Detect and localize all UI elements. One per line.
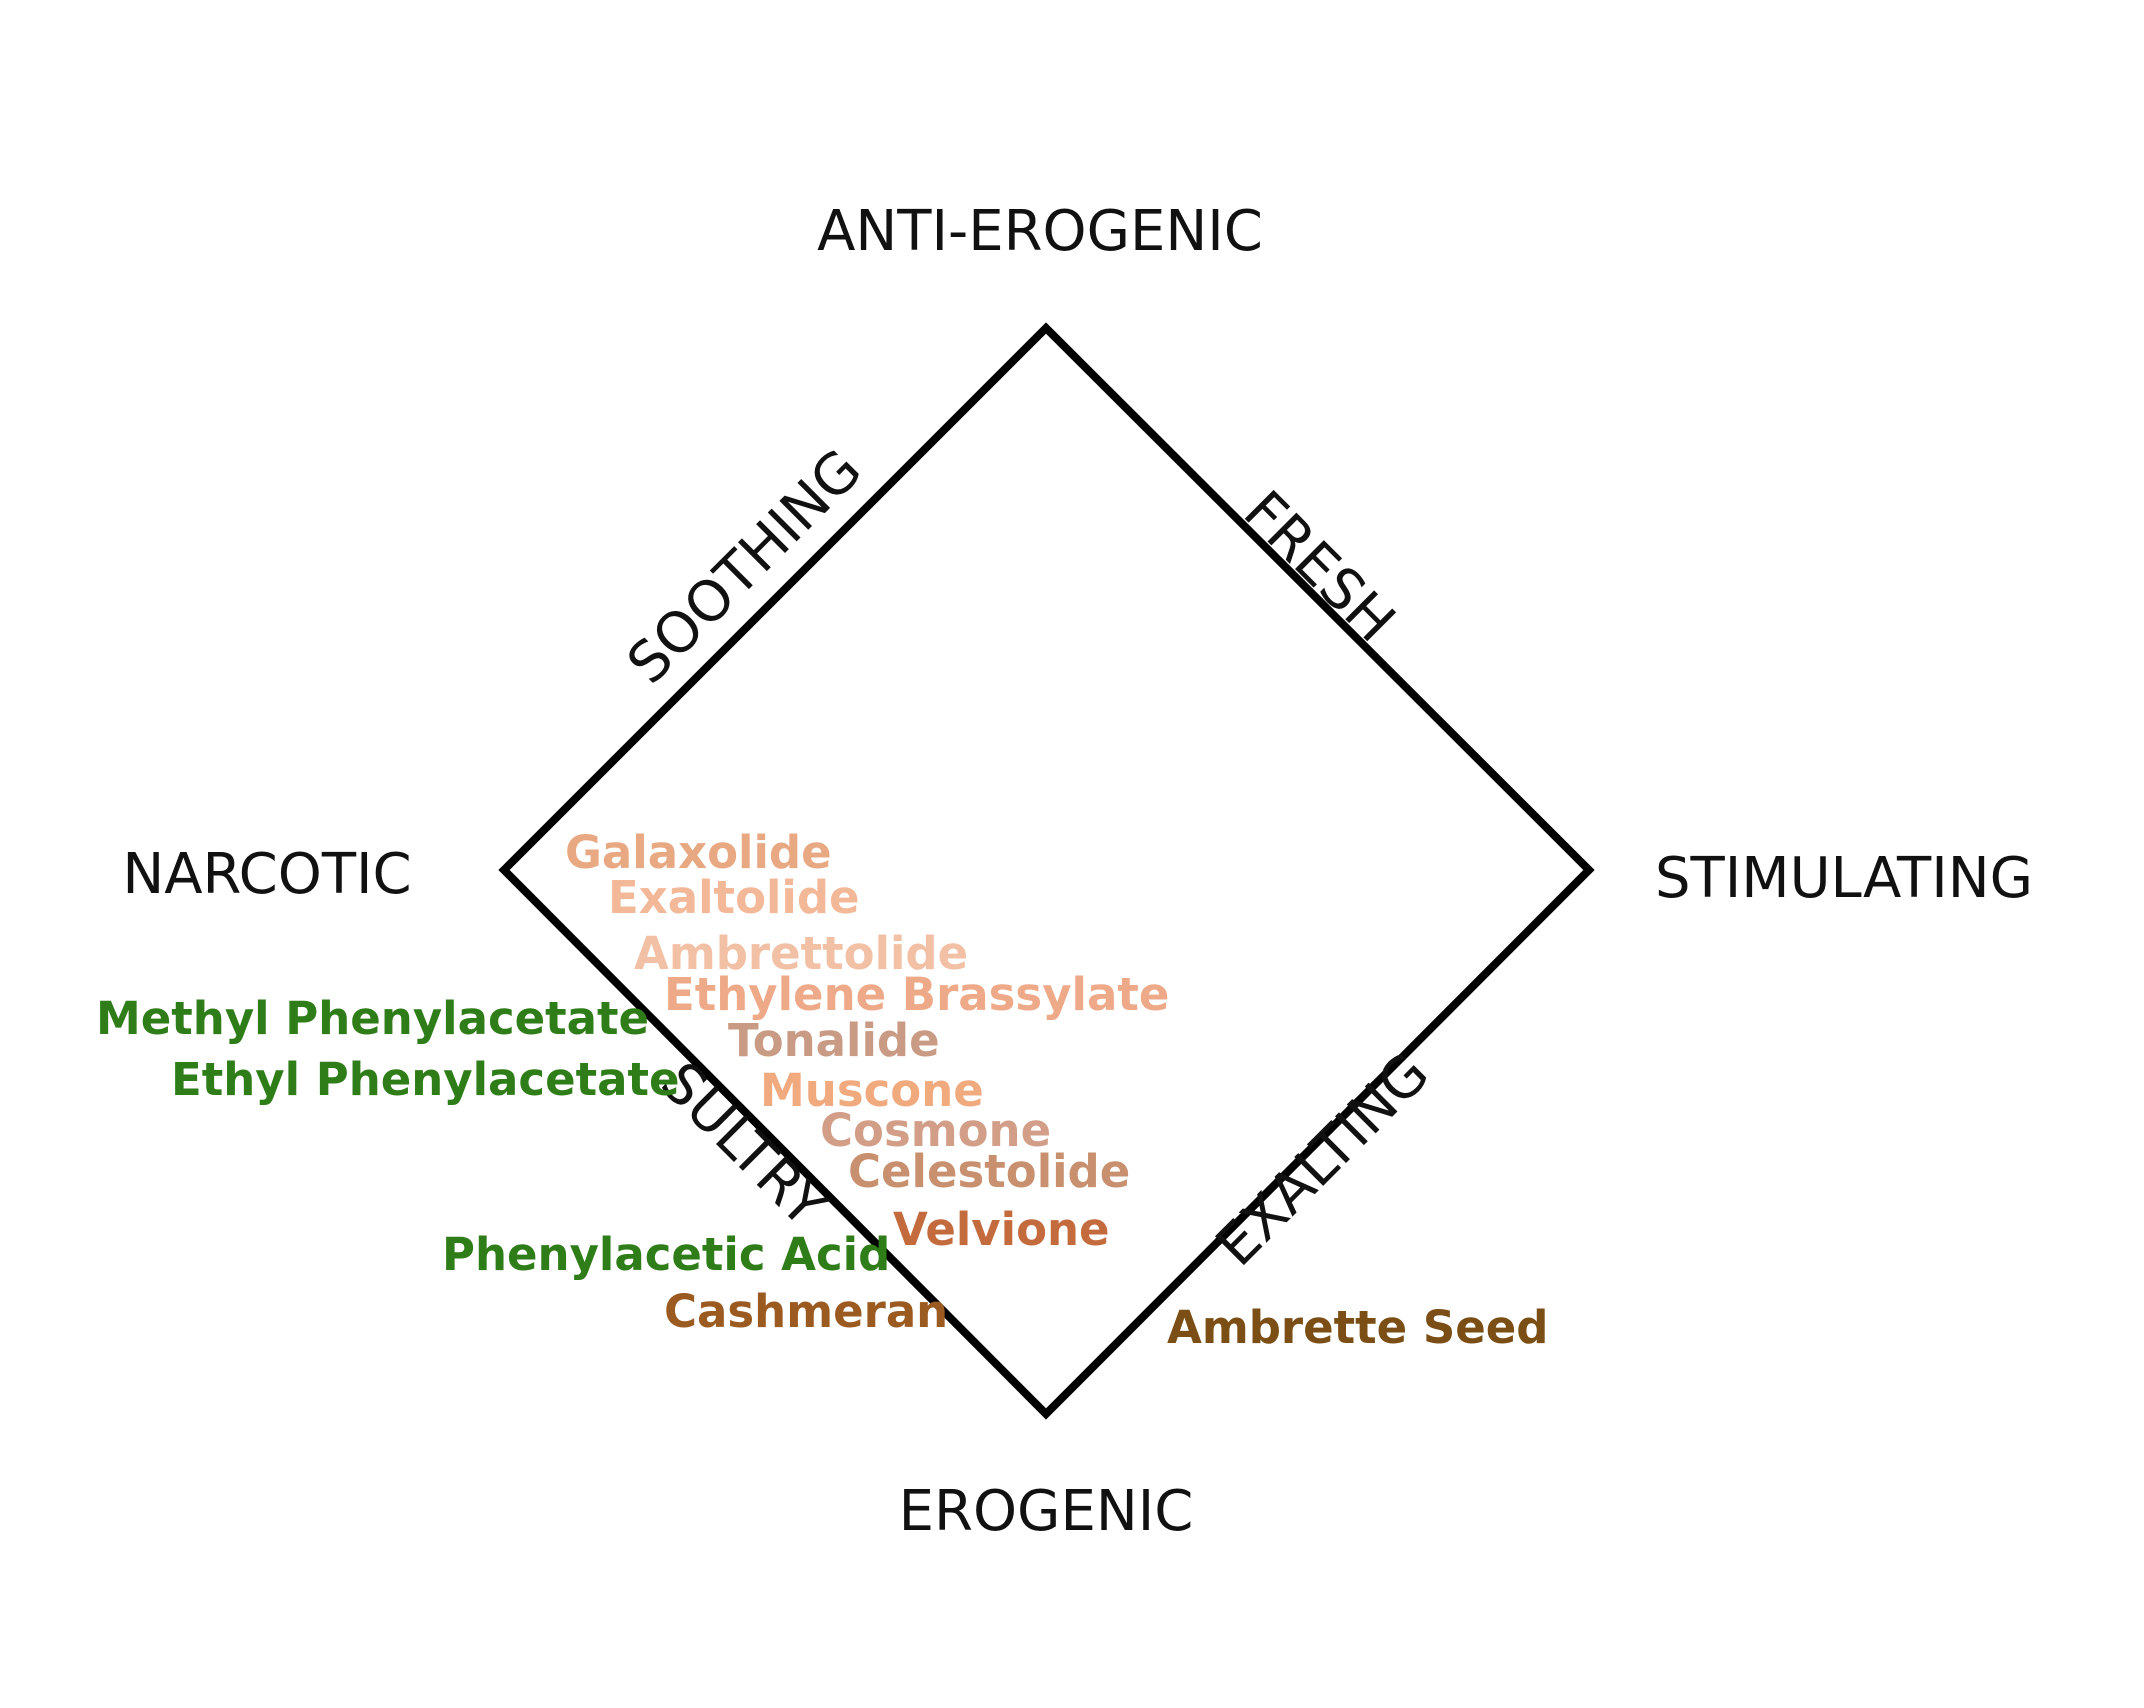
material-cosmone: Cosmone <box>820 1104 1051 1157</box>
material-ethyl-phenylacetate: Ethyl Phenylacetate <box>171 1053 680 1106</box>
material-ambrettolide: Ambrettolide <box>634 927 968 980</box>
pole-bottom-label: EROGENIC <box>899 1479 1194 1544</box>
material-ethylene-brassylate: Ethylene Brassylate <box>664 968 1169 1021</box>
material-exaltolide: Exaltolide <box>608 871 860 924</box>
material-galaxolide: Galaxolide <box>565 826 832 879</box>
material-velvione: Velvione <box>893 1203 1110 1256</box>
pole-top-label: ANTI-EROGENIC <box>817 199 1263 264</box>
material-phenylacetic-acid: Phenylacetic Acid <box>442 1228 890 1281</box>
pole-left-label: NARCOTIC <box>122 842 411 907</box>
material-tonalide: Tonalide <box>728 1014 940 1067</box>
edge-top-right-label: FRESH <box>1231 479 1407 655</box>
edge-top-left-label: SOOTHING <box>615 437 874 696</box>
material-ambrette-seed: Ambrette Seed <box>1167 1301 1549 1354</box>
edge-bottom-right-label: EXALTING <box>1204 1041 1442 1279</box>
pole-right-label: STIMULATING <box>1655 846 2033 911</box>
material-celestolide: Celestolide <box>848 1145 1130 1198</box>
material-methyl-phenylacetate: Methyl Phenylacetate <box>96 992 649 1045</box>
material-muscone: Muscone <box>760 1064 984 1117</box>
material-cashmeran: Cashmeran <box>664 1285 948 1338</box>
diamond-outline <box>498 322 1595 1420</box>
